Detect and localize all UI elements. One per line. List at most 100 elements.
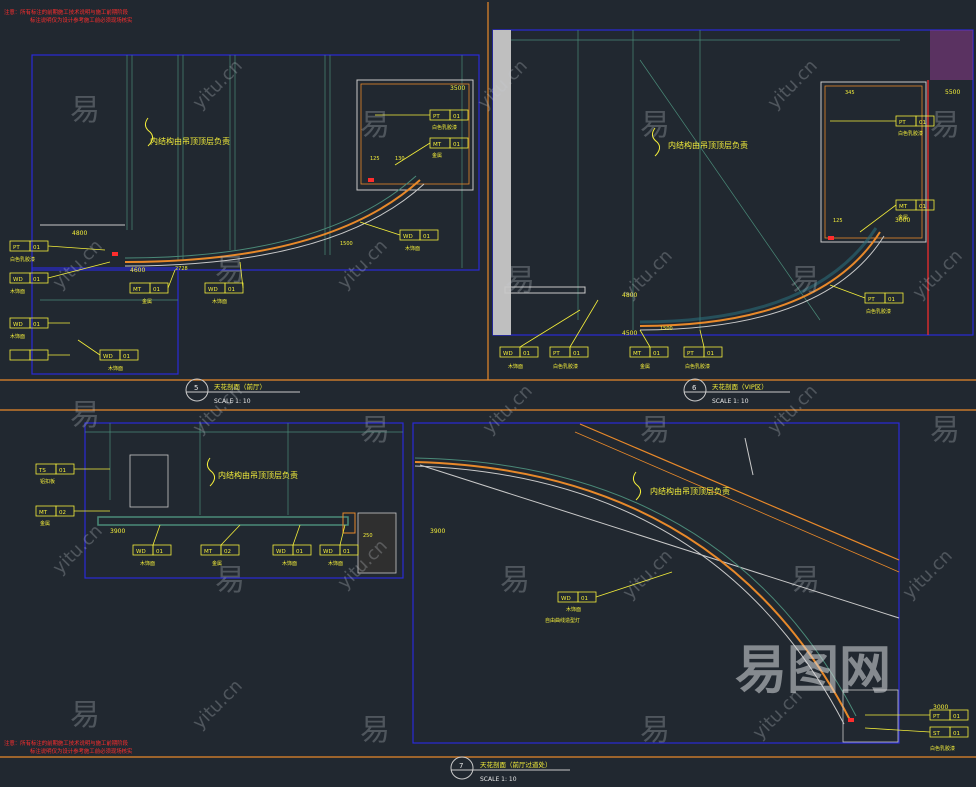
watermark-url: yitu.cn bbox=[764, 55, 822, 113]
panel-6-tag-num: 01 bbox=[653, 351, 660, 357]
panel-6-level: 3000 bbox=[895, 217, 910, 224]
note-bottom-line2: 标注说明仅为设计参考施工前必须现场核实 bbox=[30, 747, 133, 755]
panel-6-tag-num: 01 bbox=[919, 120, 926, 126]
panel-7-tag-desc: 铝扣板 bbox=[40, 478, 55, 485]
watermark-glyph: 易 bbox=[500, 563, 530, 598]
panel-6-tag-desc: 白色乳胶漆 bbox=[866, 308, 891, 315]
panel-7-levels: 3900 3900 3000 bbox=[110, 528, 948, 711]
watermark-glyph: 易 bbox=[930, 108, 960, 143]
panel-5-tag-desc: 金属 bbox=[142, 298, 152, 305]
panel-7-tag-code: MT bbox=[204, 549, 213, 555]
panel-6-tag-num: 01 bbox=[573, 351, 580, 357]
watermark-glyph: 易 bbox=[930, 413, 960, 448]
panel-7-tag-num: 02 bbox=[224, 549, 231, 555]
panel-5-dim: 130 bbox=[395, 156, 405, 162]
panel-5-dim: 125 bbox=[370, 156, 380, 162]
panel-7-curve-note: 木饰面 bbox=[566, 606, 581, 613]
panel-5-level: 3500 bbox=[450, 85, 465, 92]
sheet-dividers bbox=[0, 2, 976, 758]
panel-7-dim: 250 bbox=[363, 533, 373, 539]
panel-5-tag-num: 01 bbox=[153, 287, 160, 293]
panel-5-dims: 125 130 2728 1500 bbox=[175, 156, 405, 272]
note-bottom-line1: 注意：所有标注的前期施工技术说明与施工前期阶段 bbox=[4, 739, 129, 747]
panel-5-tag-code: WD bbox=[208, 287, 218, 293]
panel-6-tag-code: PT bbox=[687, 351, 694, 357]
panel-6-tag-num: 01 bbox=[919, 204, 926, 210]
panel-5-level: 4600 bbox=[130, 267, 145, 274]
panel-6-dims: 345 125 1500 bbox=[660, 90, 855, 332]
panel-6-wall bbox=[493, 30, 511, 335]
panel-7-tag-num: 02 bbox=[59, 510, 66, 516]
watermark-glyph: 易 bbox=[505, 263, 535, 298]
panel-7-tag-num: 01 bbox=[296, 549, 303, 555]
watermark-logo: 易图网 bbox=[735, 641, 891, 701]
panel-5-tag-num: 01 bbox=[453, 114, 460, 120]
panel-5-lower-frame bbox=[31, 267, 179, 375]
panel-7-curve-note: 自由曲线造型灯 bbox=[545, 617, 580, 624]
panel-7-tag-num: 01 bbox=[343, 549, 350, 555]
panel-5-level: 4800 bbox=[72, 230, 87, 237]
panel-5-curved-ceiling bbox=[124, 179, 421, 263]
watermark-url: yitu.cn bbox=[619, 245, 677, 303]
watermark-url: yitu.cn bbox=[49, 520, 107, 578]
watermark-glyph: 易 bbox=[790, 263, 820, 298]
panel-5-tag-code: WD bbox=[13, 277, 23, 283]
panel-7-tag-num: 01 bbox=[953, 731, 960, 737]
panel-7-left-frame bbox=[84, 422, 404, 579]
panel-6-scale: SCALE 1: 10 bbox=[712, 398, 749, 405]
panel-5-levels: 3500 4800 4600 bbox=[72, 85, 465, 274]
watermark-url: yitu.cn bbox=[899, 545, 957, 603]
panel-5-tag-desc: 金属 bbox=[432, 152, 442, 159]
panel-6-frame bbox=[492, 29, 974, 336]
panel-5-tag-num: 01 bbox=[423, 234, 430, 240]
watermark-glyph: 易 bbox=[360, 713, 390, 748]
panel-7-tag-code: WD bbox=[561, 596, 571, 602]
panel-5-ceiling-note: 内结构由吊顶顶层负责 bbox=[150, 136, 230, 146]
panel-7-title: 天花剖面（前厅过道处） bbox=[480, 760, 552, 769]
panel-5-tag-desc: 白色乳胶漆 bbox=[432, 124, 457, 131]
panel-7-tag-code: MT bbox=[39, 510, 48, 516]
panel-5-tag-num: 01 bbox=[453, 142, 460, 148]
panel-6-title: 天花剖面（VIP区） bbox=[712, 382, 768, 391]
panel-5-tag-num: 01 bbox=[33, 322, 40, 328]
watermark-url: yitu.cn bbox=[189, 55, 247, 113]
watermark-url: yitu.cn bbox=[619, 545, 677, 603]
panel-7-right-frame bbox=[412, 422, 900, 744]
panel-6-tag-num: 01 bbox=[523, 351, 530, 357]
panel-5-tag-num: 01 bbox=[33, 245, 40, 251]
panel-7-number: 7 bbox=[459, 762, 463, 770]
watermark-url: yitu.cn bbox=[909, 245, 967, 303]
note-top-line1: 注意：所有标注的前期施工技术说明与施工前期阶段 bbox=[4, 8, 129, 16]
panel-7-curved-ceiling bbox=[414, 461, 851, 721]
panel-7-tag-num: 01 bbox=[581, 596, 588, 602]
panel-7-tag-desc: 金属 bbox=[212, 560, 222, 567]
panel-6-number: 6 bbox=[692, 384, 697, 392]
watermark-glyph: 易 bbox=[790, 563, 820, 598]
panel-5-tag-code: WD bbox=[103, 354, 113, 360]
watermark-url: yitu.cn bbox=[189, 675, 247, 733]
panel-7-tag-code: TS bbox=[38, 468, 46, 474]
watermark-glyph: 易 bbox=[215, 253, 245, 288]
panel-6-tag-desc: 金属 bbox=[640, 363, 650, 370]
panel-5-tag-code: WD bbox=[403, 234, 413, 240]
watermark-glyph: 易 bbox=[360, 108, 390, 143]
watermark-url: yitu.cn bbox=[49, 235, 107, 293]
panel-5-tag-code: MT bbox=[133, 287, 142, 293]
panel-7-tag-num: 01 bbox=[953, 714, 960, 720]
panel-6-tag-num: 01 bbox=[707, 351, 714, 357]
watermark-glyph: 易 bbox=[360, 413, 390, 448]
panel-6-curved-ceiling bbox=[639, 231, 881, 327]
panel-5-tag-code: PT bbox=[433, 114, 440, 120]
panel-6-tag-desc: 木饰面 bbox=[508, 363, 523, 370]
panel-6-level: 5500 bbox=[945, 89, 960, 96]
panel-5-tag-num: 01 bbox=[228, 287, 235, 293]
panel-6-tag-num: 01 bbox=[888, 297, 895, 303]
panel-5-dim: 1500 bbox=[340, 241, 353, 247]
panel-5-tag-code: MT bbox=[433, 142, 442, 148]
panel-7-level: 3900 bbox=[430, 528, 445, 535]
panel-6-title-block: 6 天花剖面（VIP区） SCALE 1: 10 bbox=[683, 378, 790, 405]
panel-7-tag-num: 01 bbox=[156, 549, 163, 555]
panel-5-tag-code: WD bbox=[13, 322, 23, 328]
panel-5-tag-desc: 木饰面 bbox=[10, 288, 25, 295]
